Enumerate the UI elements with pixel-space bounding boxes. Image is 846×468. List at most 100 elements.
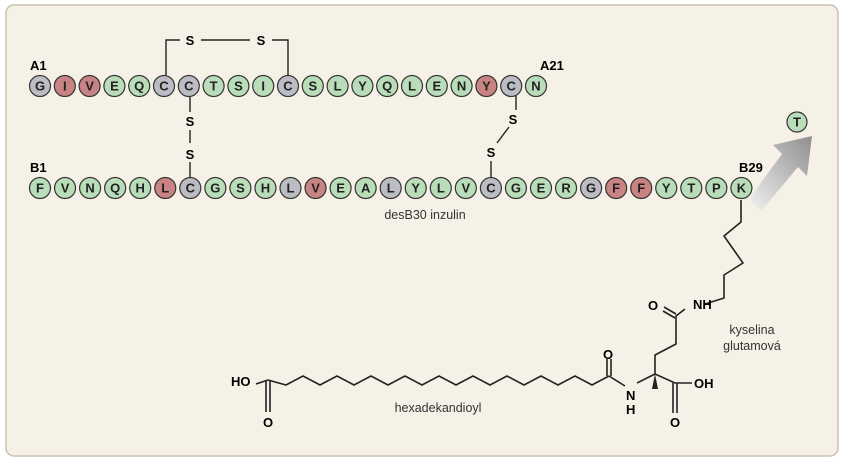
residue-letter: V [85,79,94,94]
residue-letter: V [311,181,320,196]
residue-letter: P [712,181,721,196]
sulfur-label: S [186,33,195,48]
glutamic-acid-label-line1: kyselina [729,323,774,337]
residue-circle [104,176,127,200]
residue-circle [78,74,101,98]
residue-circle [329,176,352,200]
chain-a-residue-9: S [227,74,250,98]
sulfur-label: S [509,112,518,127]
residue-circle [454,176,477,200]
chain-b-residue-16: Y [404,176,427,200]
chain-b-residue-13: E [329,176,352,200]
chain-a-residue-15: Q [376,74,399,98]
residue-circle [279,176,302,200]
chain-a-residue-7: C [177,74,200,98]
chain-a-residue-20: C [500,74,523,98]
chain-terminus-labels: A1 A21 B1 B29 [30,58,763,175]
residue-letter: G [35,79,45,94]
residue-circle [730,176,753,200]
residue-letter: E [336,181,345,196]
chain-b-residue-29: K [730,176,753,200]
amide-nitrogen-bond [608,375,626,387]
chain-b-residue-20: G [504,176,528,200]
chain-b-residue-1: F [28,176,52,200]
carboxyl-oxygen-label: O [670,415,680,430]
residue-letter: N [85,181,94,196]
residue-circle [177,74,200,98]
residue-letter: Y [411,181,420,196]
residue-letter: F [637,181,645,196]
residue-circle [154,176,177,200]
residue-letter: I [261,79,265,94]
residue-letter: C [486,181,496,196]
residue-letter: G [586,181,596,196]
residue-letter: H [136,181,145,196]
chain-a-end-label: A21 [540,58,564,73]
residue-letter: Q [134,79,144,94]
residue-circle [354,176,377,200]
residue-letter: Q [110,181,120,196]
residue-letter: S [234,79,243,94]
residue-circle [705,176,728,200]
chain-a-residue-16: L [400,74,424,98]
residue-letter: Y [358,79,367,94]
residue-letter: L [287,181,295,196]
residue-circle [680,176,703,200]
terminal-ho-label: HO [231,374,251,389]
chain-a-residue-1: G [28,74,52,98]
residue-circle [28,74,52,98]
chain-b-residue-22: R [554,176,578,200]
residue-circle [450,74,473,98]
residue-letter: C [159,79,169,94]
residue-circle [78,176,102,200]
chain-a-residue-10: I [252,74,275,98]
amide-oxygen-label-2: O [603,347,613,362]
chain-a-residue-8: T [202,74,225,98]
residue-letter: H [261,181,270,196]
residue-letter: G [210,181,220,196]
residue-circle [404,176,427,200]
chain-b-start-label: B1 [30,160,47,175]
amide-carbonyl-bond-1 [663,306,677,315]
amide-nitrogen-label: N [626,388,635,403]
residue-circle [103,74,126,98]
residue-circle [554,176,578,200]
residue-circle [376,74,399,98]
residue-circle [129,176,152,200]
residue-letter: L [387,181,395,196]
chain-a-residue-21: N [524,74,548,98]
residue-circle [301,74,324,98]
residue-circle [229,176,252,200]
residue-circle [479,176,502,200]
residue-circle [254,176,277,200]
residue-circle [204,176,227,200]
residue-circle [304,176,327,200]
residue-letter: E [110,79,119,94]
chain-a-residue-6: C [152,74,176,98]
residue-letter: V [462,181,471,196]
residue-letter: N [531,79,540,94]
moiety-labels: kyselina glutamová hexadekandioyl [395,323,781,415]
residue-circle [379,176,402,200]
chain-a-residue-3: V [78,74,101,98]
residue-letter: S [236,181,245,196]
hexadecanedioyl-carbon-chain [267,375,610,386]
stereo-wedge-bond [652,374,658,389]
amide-oxygen-label: O [648,298,658,313]
sulfur-label: S [487,145,496,160]
residue-letter: Q [382,79,392,94]
residue-letter: L [408,79,416,94]
residue-circle [227,74,250,98]
residue-circle [276,74,300,98]
chain-a-residue-14: Y [351,74,374,98]
chain-a-residue-2: I [53,74,76,98]
residue-letter: L [334,79,342,94]
chain-b-residue-5: H [129,176,152,200]
chain-a-residue-11: C [276,74,300,98]
chain-b-residue-21: E [529,176,553,200]
residue-circle [351,74,374,98]
removed-residue-1: T [786,111,808,133]
chain-b-residue-7: C [179,176,202,200]
residue-circle [128,74,151,98]
residue-letter: C [507,79,517,94]
